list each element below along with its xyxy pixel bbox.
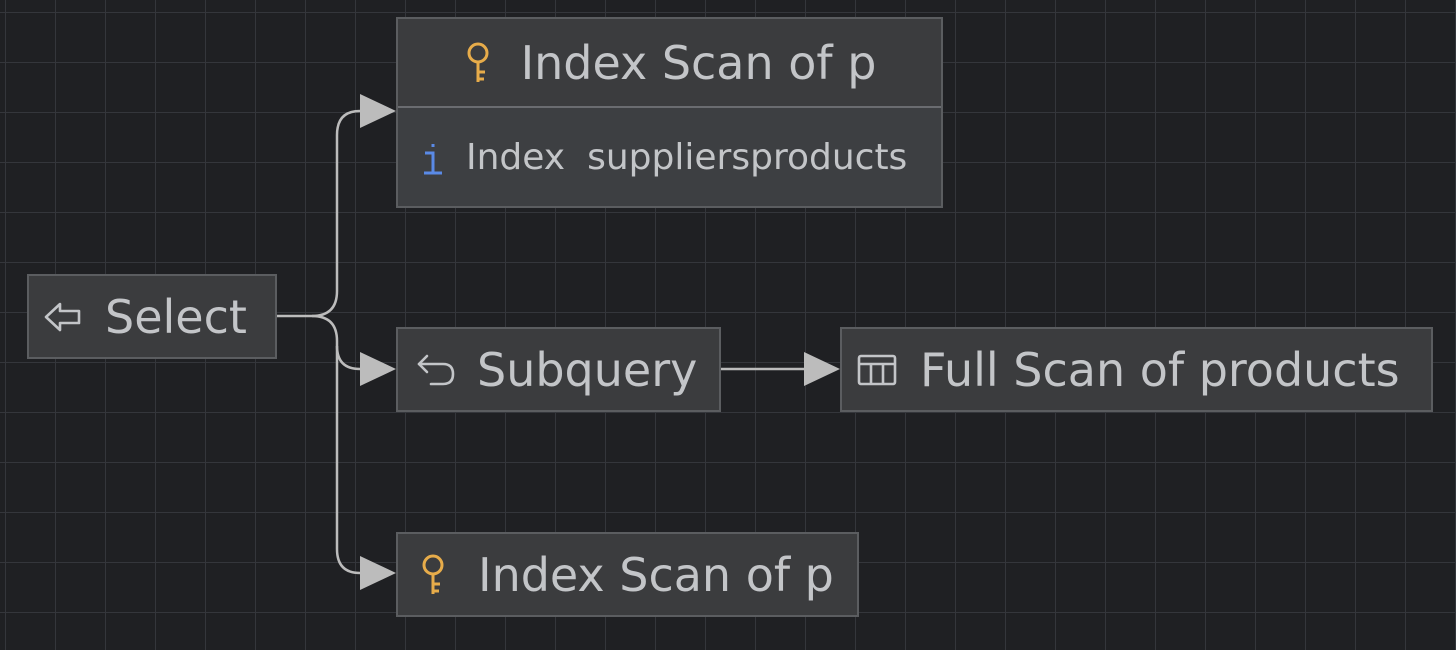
key-icon xyxy=(463,41,493,85)
node-header: Index Scan of p xyxy=(398,19,941,108)
arrowhead-subquery xyxy=(360,352,396,386)
node-label: Select xyxy=(105,289,247,344)
edge-select-to-index-scan-top xyxy=(277,109,366,318)
node-full-scan-products[interactable]: Full Scan of products xyxy=(840,327,1433,412)
info-icon xyxy=(420,137,446,177)
return-arrow-icon xyxy=(415,352,457,388)
arrowhead-full-scan xyxy=(804,352,840,386)
detail-key: Index xyxy=(466,136,566,178)
node-subquery[interactable]: Subquery xyxy=(396,327,721,412)
edge-select-to-subquery xyxy=(311,314,366,371)
detail-value: suppliersproducts xyxy=(587,136,908,178)
table-icon xyxy=(856,353,898,387)
node-label: Index Scan of p xyxy=(520,35,877,90)
node-label: Subquery xyxy=(477,342,698,397)
node-index-scan-top[interactable]: Index Scan of p Index suppliersproducts xyxy=(396,17,943,208)
node-index-scan-bottom[interactable]: Index Scan of p xyxy=(396,532,859,617)
key-icon xyxy=(418,553,448,597)
edge-select-to-index-scan-bottom xyxy=(335,346,366,575)
select-arrow-icon xyxy=(43,300,83,334)
arrowhead-index-scan-bottom xyxy=(360,556,396,590)
node-detail-row: Index suppliersproducts xyxy=(398,108,941,206)
node-label: Full Scan of products xyxy=(920,342,1400,397)
node-select[interactable]: Select xyxy=(27,274,277,359)
arrowhead-index-scan-top xyxy=(360,94,396,128)
node-label: Index Scan of p xyxy=(478,547,834,602)
